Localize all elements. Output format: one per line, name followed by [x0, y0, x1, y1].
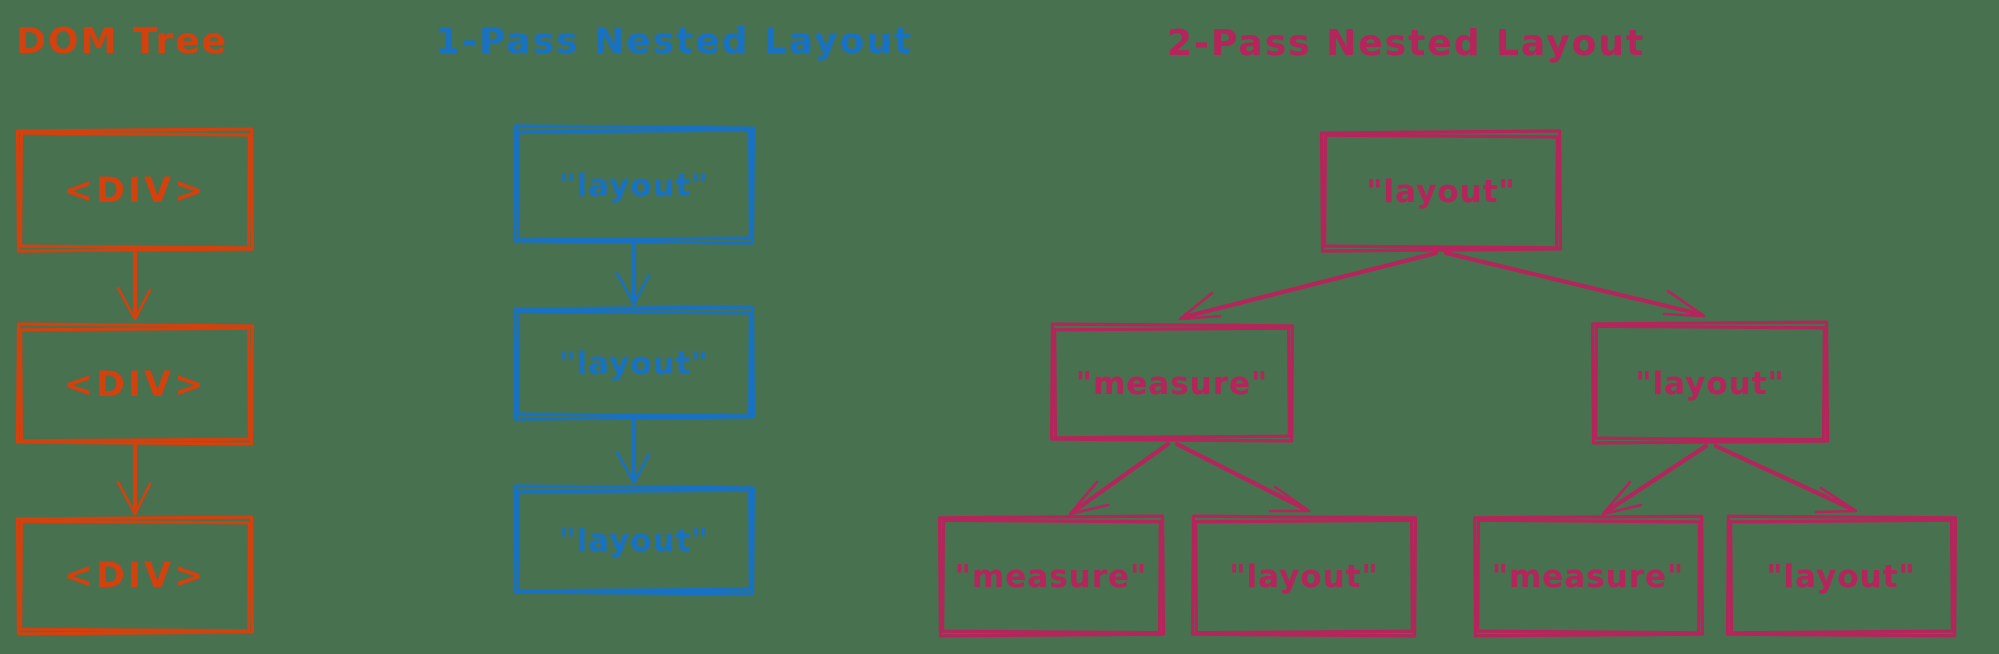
one-pass-node-3-label: "layout": [559, 523, 708, 559]
two-pass-root-label: "layout": [1366, 174, 1515, 210]
two-pass-leaf-measure-2: "measure": [1472, 514, 1705, 638]
two-pass-leaf-layout-2: "layout": [1725, 514, 1958, 638]
one-pass-node-2-label: "layout": [559, 346, 708, 382]
dom-tree-node-3: <DIV>: [15, 515, 255, 636]
arrow-layout-to-layout-leaf: [1713, 443, 1858, 514]
two-pass-measure-node: "measure": [1049, 322, 1295, 443]
arrow-root-to-measure: [1178, 250, 1439, 321]
dom-tree-title: DOM Tree: [16, 21, 228, 62]
arrow-dom-1-2: [116, 250, 152, 321]
arrow-root-to-layout: [1443, 250, 1706, 318]
two-pass-layout-label: "layout": [1635, 366, 1784, 402]
arrow-measure-to-measure-leaf: [1068, 441, 1171, 516]
one-pass-node-3: "layout": [512, 484, 756, 596]
two-pass-layout-node: "layout": [1590, 320, 1830, 445]
arrow-onepass-2-3: [615, 418, 651, 485]
arrow-onepass-1-2: [615, 242, 651, 306]
two-pass-leaf-measure-1-label: "measure": [955, 559, 1147, 595]
one-pass-title: 1-Pass Nested Layout: [435, 21, 913, 62]
two-pass-root-node: "layout": [1319, 129, 1563, 253]
two-pass-diagram: 2-Pass Nested Layout "layout" "measure" …: [937, 23, 1958, 638]
two-pass-leaf-layout-1-label: "layout": [1229, 559, 1378, 595]
two-pass-leaf-measure-2-label: "measure": [1492, 559, 1684, 595]
dom-tree-node-1: <DIV>: [15, 127, 255, 253]
dom-tree-diagram: DOM Tree <DIV> <DIV> <DIV>: [15, 21, 255, 636]
two-pass-leaf-layout-1: "layout": [1190, 514, 1418, 638]
arrow-dom-2-3: [116, 443, 152, 516]
arrow-measure-to-layout-leaf: [1174, 441, 1311, 513]
dom-tree-node-1-label: <DIV>: [64, 171, 207, 211]
two-pass-leaf-layout-2-label: "layout": [1766, 559, 1915, 595]
dom-tree-node-3-label: <DIV>: [64, 556, 207, 596]
two-pass-measure-label: "measure": [1076, 366, 1268, 402]
two-pass-leaf-measure-1: "measure": [937, 514, 1166, 638]
two-pass-title: 2-Pass Nested Layout: [1167, 23, 1645, 64]
dom-tree-node-2: <DIV>: [15, 322, 255, 446]
one-pass-node-2: "layout": [512, 305, 756, 421]
arrow-layout-to-measure-leaf: [1601, 443, 1709, 516]
one-pass-diagram: 1-Pass Nested Layout "layout" "layout" "…: [435, 21, 913, 596]
one-pass-node-1-label: "layout": [559, 168, 708, 204]
one-pass-node-1: "layout": [512, 124, 756, 245]
dom-tree-node-2-label: <DIV>: [64, 365, 207, 405]
